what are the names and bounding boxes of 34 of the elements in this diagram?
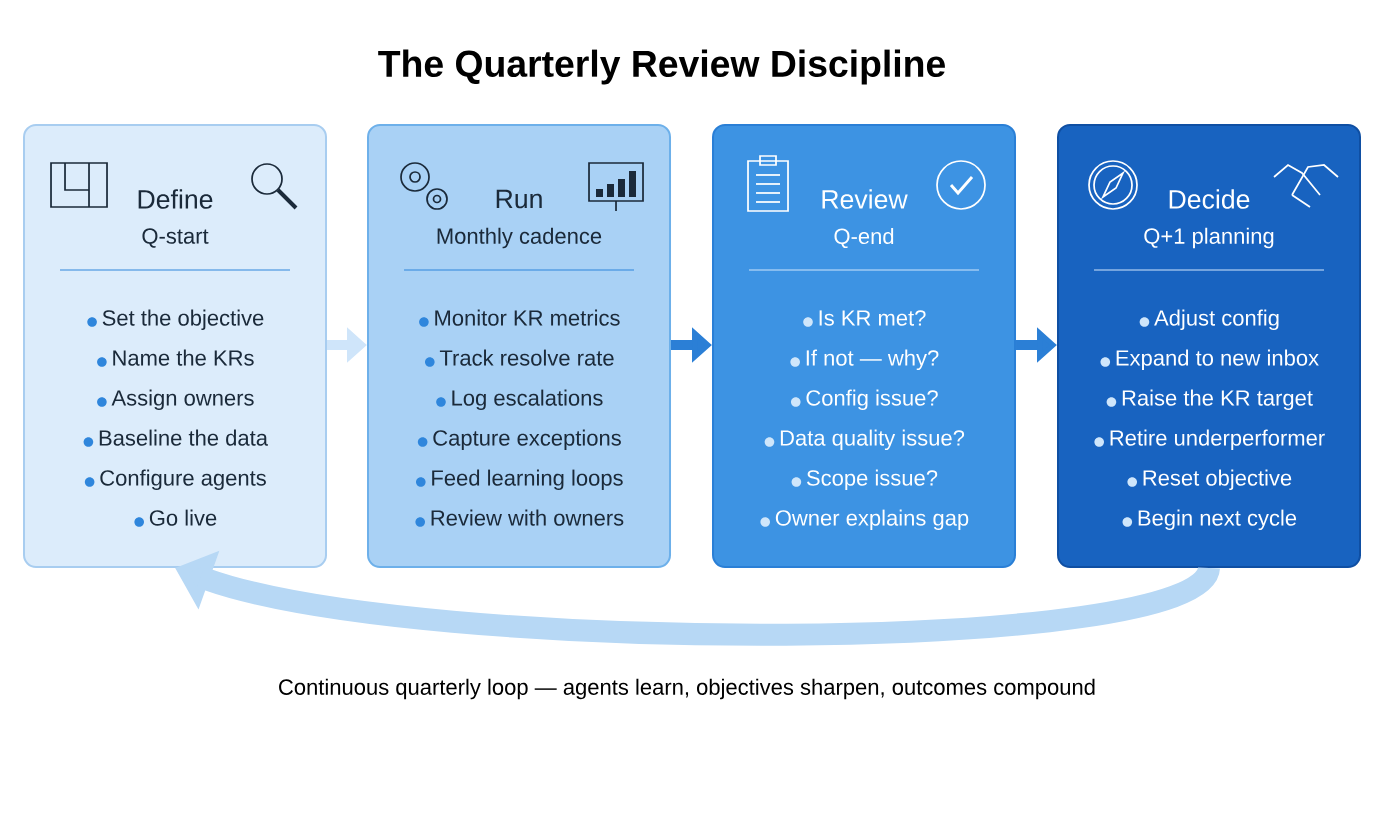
bullet-item: Reset objective (1127, 469, 1292, 491)
stage-heading: Decide (1169, 189, 1250, 209)
bullet-item: Set the objective (87, 309, 264, 331)
bullet-item: Monitor KR metrics (419, 309, 620, 327)
stage-heading: Define (138, 189, 213, 209)
bullet-item: Adjust config (1139, 309, 1279, 331)
bullet-item: Capture exceptions (417, 429, 621, 451)
caption: Continuous quarterly loop — agents learn, objectives sharpen, outcomes compound (279, 678, 1095, 700)
bullet-item: Assign owners (97, 389, 254, 411)
bullet-item: Track resolve rate (425, 349, 614, 367)
stage-heading: Review (822, 189, 908, 209)
stage-heading: Run (496, 189, 542, 209)
bullet-item: Scope issue? (791, 469, 938, 491)
stage-subheading: Q-start (142, 228, 209, 248)
bullet-item: Is KR met? (803, 310, 926, 327)
bullet-item: Retire underperformer (1094, 429, 1325, 451)
stage-subheading: Q-end (834, 227, 894, 249)
bullet-item: Log escalations (436, 389, 603, 411)
bullet-item: Go live (134, 509, 217, 527)
bullet-item: Feed learning loops (416, 469, 623, 491)
bullet-item: Begin next cycle (1122, 509, 1297, 531)
bullet-item: If not — why? (790, 349, 939, 371)
bullet-item: Data quality issue? (764, 429, 965, 451)
bullet-item: Raise the KR target (1106, 389, 1313, 411)
stage-subheading: Q+1 planning (1144, 227, 1274, 249)
title: The Quarterly Review Discipline (378, 49, 945, 85)
bullet-item: Expand to new inbox (1100, 349, 1319, 371)
bullet-item: Review with owners (415, 509, 624, 527)
stage-subheading: Monthly cadence (437, 227, 602, 249)
bullet-item: Name the KRs (97, 349, 254, 367)
bullet-item: Baseline the data (83, 429, 268, 447)
bullet-item: Configure agents (84, 469, 266, 491)
bullet-item: Config issue? (790, 389, 938, 411)
bullet-item: Owner explains gap (760, 509, 969, 531)
